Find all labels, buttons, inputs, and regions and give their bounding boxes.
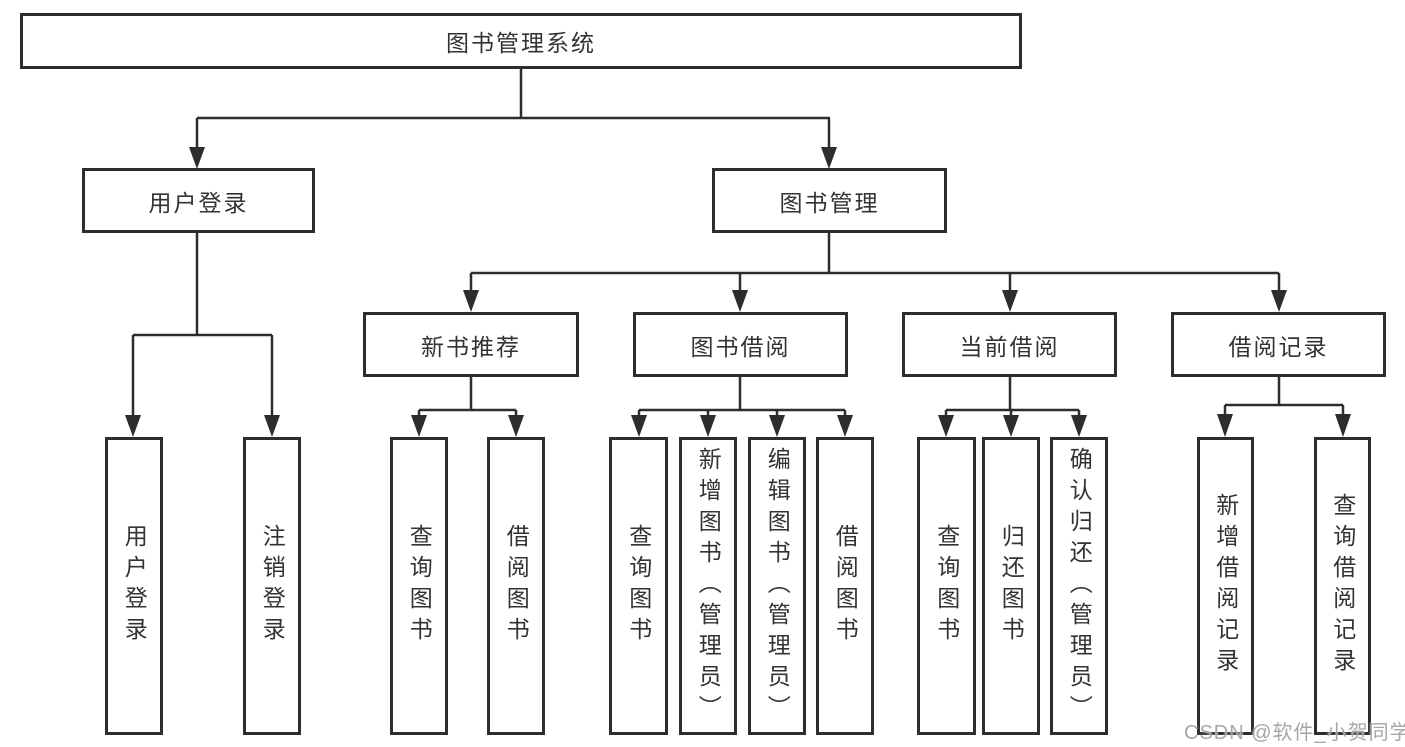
branch-borrow-record bbox=[1217, 377, 1351, 437]
node-current-borrow-label: 当前借阅 bbox=[959, 333, 1060, 360]
node-leaf-confirm-return-label: 确认归还（管理员） bbox=[1066, 446, 1093, 726]
branch-new-book-rec bbox=[411, 377, 524, 437]
node-borrow-record-label: 借阅记录 bbox=[1228, 333, 1329, 360]
node-leaf-borrow-book-borrow-label: 借阅图书 bbox=[832, 524, 859, 648]
node-book-borrow-label: 图书借阅 bbox=[690, 333, 791, 360]
node-leaf-query-book-current-label: 查询图书 bbox=[933, 524, 960, 648]
node-leaf-edit-book-label: 编辑图书（管理员） bbox=[764, 446, 791, 726]
branch-root bbox=[189, 69, 837, 169]
branch-book-borrow bbox=[631, 377, 853, 437]
branch-book-mgmt bbox=[463, 233, 1287, 312]
node-new-book-rec: 新书推荐 bbox=[363, 312, 579, 377]
node-current-borrow: 当前借阅 bbox=[902, 312, 1117, 377]
node-leaf-borrow-book-borrow: 借阅图书 bbox=[816, 437, 874, 735]
node-user-login: 用户登录 bbox=[82, 168, 315, 233]
node-leaf-borrow-book-rec: 借阅图书 bbox=[487, 437, 545, 735]
csdn-watermark: CSDN @软件_小贺同学 bbox=[1184, 722, 1405, 744]
node-leaf-query-record: 查询借阅记录 bbox=[1314, 437, 1371, 735]
node-leaf-query-book-current: 查询图书 bbox=[917, 437, 976, 735]
node-leaf-user-login-label: 用户登录 bbox=[121, 524, 148, 648]
node-leaf-add-book-label: 新增图书（管理员） bbox=[695, 446, 722, 726]
node-leaf-query-book-rec-label: 查询图书 bbox=[406, 524, 433, 648]
node-leaf-query-book-borrow: 查询图书 bbox=[609, 437, 668, 735]
node-leaf-add-book: 新增图书（管理员） bbox=[679, 437, 737, 735]
node-leaf-query-record-label: 查询借阅记录 bbox=[1329, 493, 1356, 679]
node-leaf-logout: 注销登录 bbox=[243, 437, 301, 735]
node-leaf-add-record-label: 新增借阅记录 bbox=[1212, 493, 1239, 679]
node-root: 图书管理系统 bbox=[20, 13, 1022, 69]
node-leaf-add-record: 新增借阅记录 bbox=[1197, 437, 1254, 735]
node-user-login-label: 用户登录 bbox=[148, 189, 249, 216]
node-leaf-return-book-label: 归还图书 bbox=[998, 524, 1025, 648]
node-book-borrow: 图书借阅 bbox=[633, 312, 848, 377]
node-leaf-query-book-borrow-label: 查询图书 bbox=[625, 524, 652, 648]
node-new-book-rec-label: 新书推荐 bbox=[421, 333, 521, 360]
node-book-mgmt: 图书管理 bbox=[712, 168, 947, 233]
node-leaf-edit-book: 编辑图书（管理员） bbox=[748, 437, 806, 735]
node-borrow-record: 借阅记录 bbox=[1171, 312, 1386, 377]
branch-user-login bbox=[125, 233, 280, 437]
node-book-mgmt-label: 图书管理 bbox=[779, 189, 880, 216]
node-leaf-return-book: 归还图书 bbox=[982, 437, 1040, 735]
node-leaf-user-login: 用户登录 bbox=[105, 437, 163, 735]
node-leaf-borrow-book-rec-label: 借阅图书 bbox=[503, 524, 530, 648]
node-leaf-confirm-return: 确认归还（管理员） bbox=[1050, 437, 1108, 735]
node-leaf-query-book-rec: 查询图书 bbox=[390, 437, 448, 735]
node-root-label: 图书管理系统 bbox=[446, 30, 596, 56]
node-leaf-logout-label: 注销登录 bbox=[259, 524, 286, 648]
branch-current-borrow bbox=[938, 377, 1087, 437]
